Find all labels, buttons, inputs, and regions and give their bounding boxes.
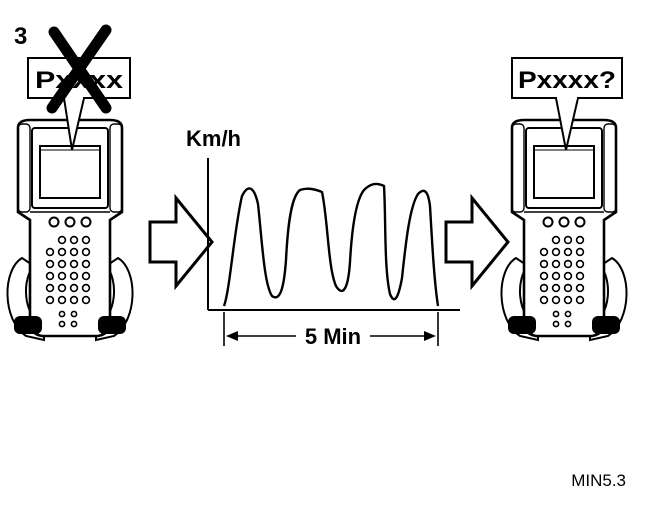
right-callout: Pxxxx?	[511, 57, 623, 151]
right-arrow-icon	[148, 193, 214, 291]
speed-curve	[222, 182, 440, 307]
left-scan-tool: Pxxxx	[6, 24, 134, 342]
scan-tool-icon	[6, 118, 134, 342]
duration-label: 5 Min	[305, 324, 361, 349]
right-display-code: Pxxxx?	[518, 67, 616, 94]
cross-mark-icon	[46, 24, 112, 114]
step-number: 3	[14, 23, 27, 50]
scan-tool-icon	[500, 118, 628, 342]
right-scan-tool: Pxxxx?	[500, 57, 628, 342]
right-arrow-icon	[444, 193, 510, 291]
speed-unit-label: Km/h	[186, 126, 241, 151]
speed-graph: Km/h 5 Min	[186, 126, 460, 349]
duration-dimension	[223, 312, 439, 346]
figure-reference: MIN5.3	[571, 471, 626, 490]
